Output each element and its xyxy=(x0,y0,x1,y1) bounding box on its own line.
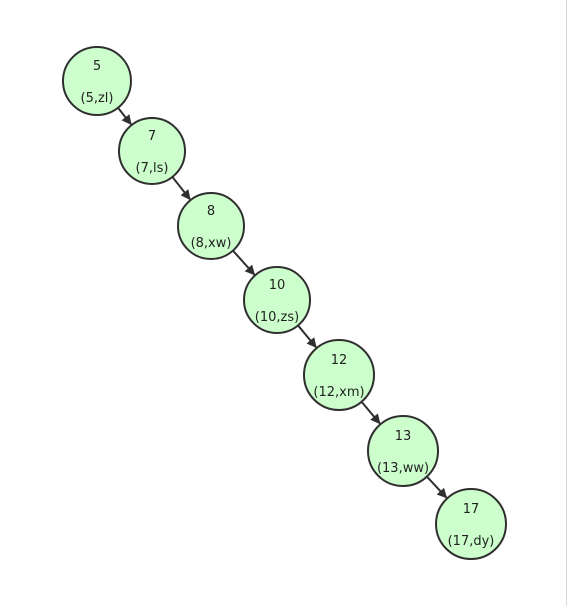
node-value-label: (5,zl) xyxy=(81,91,114,106)
tree-node-5: 5 (5,zl) xyxy=(62,46,132,116)
edge-arrow-n8-n10 xyxy=(232,249,256,276)
node-circle xyxy=(118,117,186,185)
node-key-label: 12 xyxy=(331,353,348,368)
edge-arrow-n12-n13 xyxy=(360,401,381,425)
nodes-layer: 5(5,zl)7(7,ls)8(8,xw)10(10,zs)12(12,xm)1… xyxy=(62,46,507,560)
node-circle xyxy=(367,415,439,487)
node-circle xyxy=(177,192,245,260)
tree-node-7: 7 (7,ls) xyxy=(118,117,186,185)
node-value-label: (8,xw) xyxy=(191,236,232,251)
node-value-label: (7,ls) xyxy=(136,161,169,176)
node-circle xyxy=(62,46,132,116)
node-circle xyxy=(303,339,375,411)
edge-arrow-n5-n7 xyxy=(117,107,132,126)
node-value-label: (10,zs) xyxy=(255,310,299,325)
tree-node-8: 8 (8,xw) xyxy=(177,192,245,260)
node-key-label: 5 xyxy=(93,59,101,74)
edges-layer xyxy=(117,107,448,499)
node-key-label: 7 xyxy=(148,129,156,144)
node-key-label: 8 xyxy=(207,204,215,219)
node-circle xyxy=(243,266,311,334)
tree-node-13: 13 (13,ww) xyxy=(367,415,439,487)
node-key-label: 13 xyxy=(395,429,412,444)
node-value-label: (12,xm) xyxy=(313,385,364,400)
tree-node-17: 17 (17,dy) xyxy=(435,488,507,560)
edge-arrow-n7-n8 xyxy=(171,176,191,201)
node-key-label: 17 xyxy=(463,502,480,517)
edge-arrow-n13-n17 xyxy=(426,475,448,499)
canvas-right-border xyxy=(566,0,567,606)
edge-arrow-n10-n12 xyxy=(297,324,317,349)
tree-node-12: 12 (12,xm) xyxy=(303,339,375,411)
tree-node-10: 10 (10,zs) xyxy=(243,266,311,334)
node-circle xyxy=(435,488,507,560)
node-key-label: 10 xyxy=(269,278,286,293)
node-value-label: (17,dy) xyxy=(448,534,495,549)
node-value-label: (13,ww) xyxy=(377,461,429,476)
